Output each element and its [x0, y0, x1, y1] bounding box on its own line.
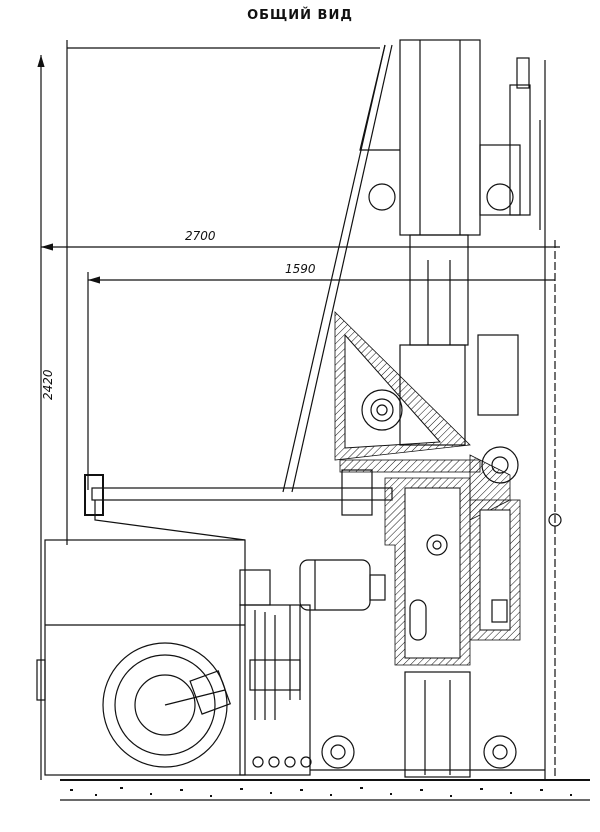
central-column: [384, 446, 521, 666]
handwheel-icon: [548, 513, 562, 527]
diagonal-brace: [282, 44, 393, 493]
ground-foundation: [60, 779, 590, 801]
dimension-lines: [37, 40, 560, 780]
upper-column: [359, 39, 541, 346]
dimension-2420: 2420: [41, 369, 55, 400]
base-legs: [310, 60, 562, 780]
dimension-2700: 2700: [185, 229, 216, 243]
wheels: [321, 735, 517, 769]
motor: [299, 559, 386, 611]
dimension-1590: 1590: [285, 262, 316, 276]
triangular-bracket: [334, 311, 519, 461]
valve-row: [252, 756, 312, 768]
left-cabinet: [36, 539, 246, 776]
drawing-title: ОБЩИЙ ВИД: [247, 8, 353, 23]
hydraulic-panel: [239, 569, 312, 776]
